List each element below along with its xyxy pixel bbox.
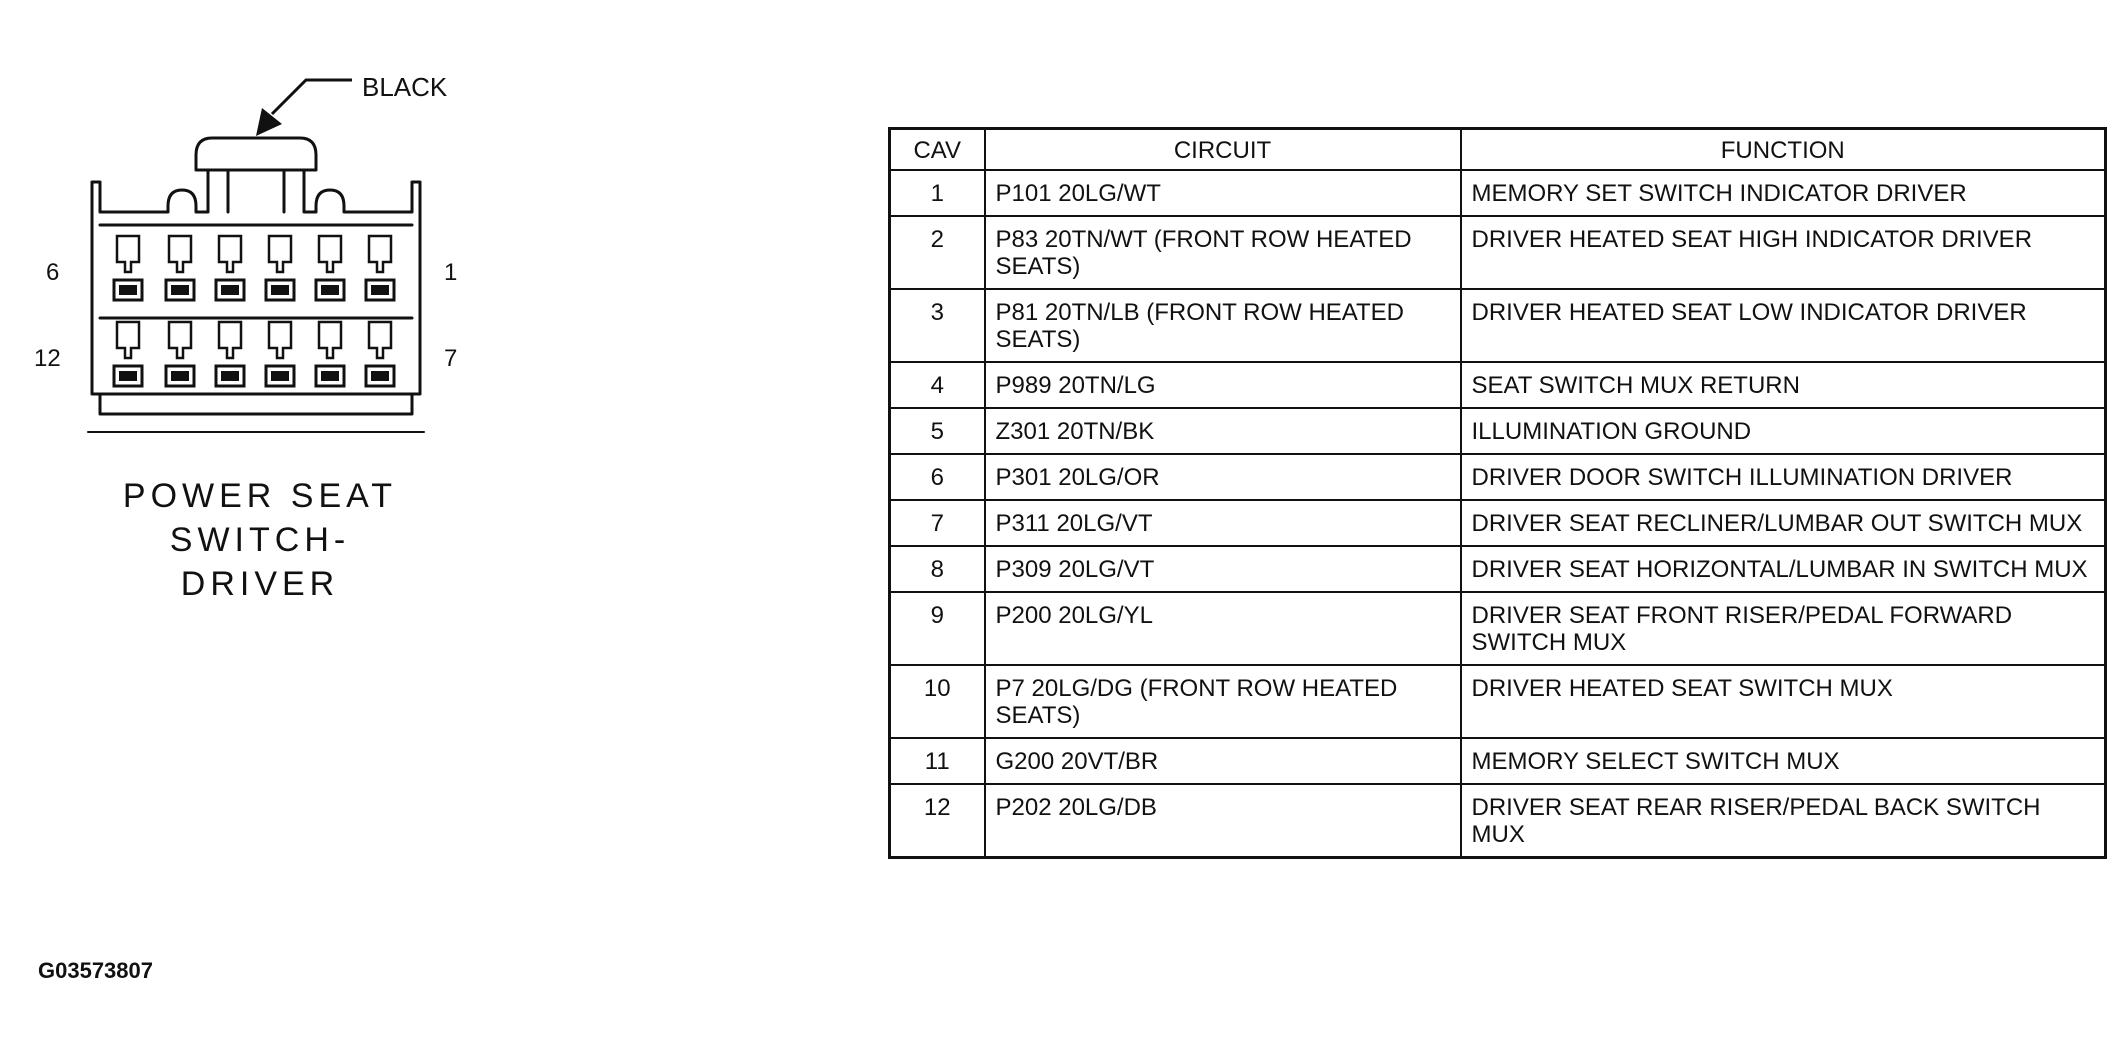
function-cell: MEMORY SET SWITCH INDICATOR DRIVER bbox=[1459, 169, 2107, 217]
connector-title-line-2: SWITCH-DRIVER bbox=[169, 521, 351, 603]
terminal-cavity-11 bbox=[164, 320, 196, 388]
terminal-cavity-8 bbox=[314, 320, 346, 388]
circuit-cell: Z301 20TN/BK bbox=[983, 407, 1462, 455]
cav-cell: 10 bbox=[888, 664, 986, 739]
terminal-cavity-2 bbox=[314, 234, 346, 302]
terminal-cavity-9 bbox=[264, 320, 296, 388]
cav-cell: 12 bbox=[888, 783, 986, 859]
cav-cell: 9 bbox=[888, 591, 986, 666]
pin-label-6: 6 bbox=[46, 259, 59, 286]
cav-cell: 2 bbox=[888, 215, 986, 290]
circuit-cell: P83 20TN/WT (FRONT ROW HEATED SEATS) bbox=[983, 215, 1462, 290]
function-cell: DRIVER SEAT FRONT RISER/PEDAL FORWARD SW… bbox=[1459, 591, 2107, 666]
connector-title: POWER SEAT SWITCH-DRIVER bbox=[95, 474, 425, 606]
circuit-cell: P301 20LG/OR bbox=[983, 453, 1462, 501]
circuit-cell: P7 20LG/DG (FRONT ROW HEATED SEATS) bbox=[983, 664, 1462, 739]
header-function: FUNCTION bbox=[1459, 127, 2107, 171]
terminal-cavity-4 bbox=[214, 234, 246, 302]
figure-id: G03573807 bbox=[38, 958, 153, 983]
black-color-arrow bbox=[256, 78, 352, 136]
terminal-cavity-7 bbox=[364, 320, 396, 388]
terminal-cavity-10 bbox=[214, 320, 246, 388]
cav-cell: 6 bbox=[888, 453, 986, 501]
terminal-cavity-6 bbox=[112, 234, 144, 302]
circuit-cell: P989 20TN/LG bbox=[983, 361, 1462, 409]
circuit-cell: G200 20VT/BR bbox=[983, 737, 1462, 785]
cav-cell: 7 bbox=[888, 499, 986, 547]
circuit-cell: P101 20LG/WT bbox=[983, 169, 1462, 217]
function-cell: ILLUMINATION GROUND bbox=[1459, 407, 2107, 455]
circuit-cell: P200 20LG/YL bbox=[983, 591, 1462, 666]
connector-latch bbox=[206, 168, 306, 214]
connector-cavity-wall bbox=[98, 223, 414, 396]
connector-diagram: BLACK 6 1 12 7 bbox=[34, 72, 457, 433]
circuit-cell: P81 20TN/LB (FRONT ROW HEATED SEATS) bbox=[983, 288, 1462, 363]
circuit-cell: P309 20LG/VT bbox=[983, 545, 1462, 593]
function-cell: DRIVER SEAT HORIZONTAL/LUMBAR IN SWITCH … bbox=[1459, 545, 2107, 593]
header-cav: CAV bbox=[888, 127, 986, 171]
connector-housing bbox=[90, 136, 422, 416]
connector-title-line-1: POWER SEAT bbox=[122, 477, 398, 515]
cav-cell: 3 bbox=[888, 288, 986, 363]
cav-cell: 4 bbox=[888, 361, 986, 409]
terminal-cavity-5 bbox=[164, 234, 196, 302]
table-header-row: CAV CIRCUIT FUNCTION bbox=[888, 127, 2107, 171]
cav-cell: 1 bbox=[888, 169, 986, 217]
pin-label-1: 1 bbox=[444, 259, 457, 286]
terminal-cavity-12 bbox=[112, 320, 144, 388]
header-circuit: CIRCUIT bbox=[983, 127, 1462, 171]
function-cell: DRIVER SEAT RECLINER/LUMBAR OUT SWITCH M… bbox=[1459, 499, 2107, 547]
cav-cell: 8 bbox=[888, 545, 986, 593]
connector-color-label: BLACK bbox=[362, 72, 448, 102]
circuit-cell: P311 20LG/VT bbox=[983, 499, 1462, 547]
function-cell: DRIVER HEATED SEAT LOW INDICATOR DRIVER bbox=[1459, 288, 2107, 363]
function-cell: DRIVER DOOR SWITCH ILLUMINATION DRIVER bbox=[1459, 453, 2107, 501]
cav-cell: 11 bbox=[888, 737, 986, 785]
function-cell: MEMORY SELECT SWITCH MUX bbox=[1459, 737, 2107, 785]
function-cell: DRIVER HEATED SEAT HIGH INDICATOR DRIVER bbox=[1459, 215, 2107, 290]
function-cell: DRIVER HEATED SEAT SWITCH MUX bbox=[1459, 664, 2107, 739]
pin-label-7: 7 bbox=[444, 345, 457, 372]
cav-cell: 5 bbox=[888, 407, 986, 455]
terminal-cavities bbox=[112, 234, 396, 388]
circuit-cell: P202 20LG/DB bbox=[983, 783, 1462, 859]
terminal-cavity-3 bbox=[264, 234, 296, 302]
function-cell: DRIVER SEAT REAR RISER/PEDAL BACK SWITCH… bbox=[1459, 783, 2107, 859]
function-cell: SEAT SWITCH MUX RETURN bbox=[1459, 361, 2107, 409]
terminal-cavity-1 bbox=[364, 234, 396, 302]
pin-label-12: 12 bbox=[34, 345, 61, 372]
